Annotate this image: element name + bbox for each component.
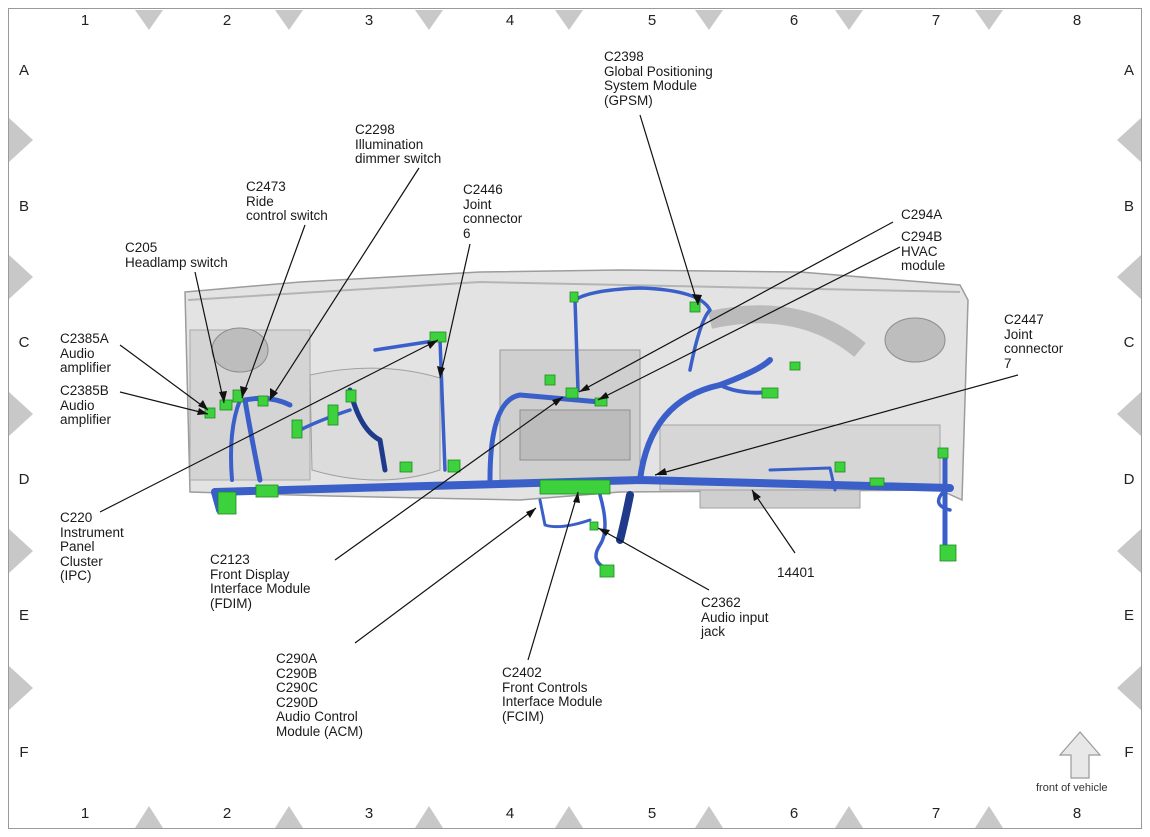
grid-col-bottom-4: 4 (505, 805, 515, 822)
grid-row-right-d: D (1123, 471, 1135, 488)
grid-row-right-a: A (1123, 62, 1134, 79)
grid-col-top-8: 8 (1072, 12, 1082, 29)
grid-col-bottom-2: 2 (222, 805, 232, 822)
grid-col-bottom-6: 6 (789, 805, 799, 822)
grid-col-top-3: 3 (364, 12, 374, 29)
grid-col-top-6: 6 (789, 12, 799, 29)
callout-c294a: C294A (901, 207, 943, 222)
grid-col-bottom-7: 7 (931, 805, 941, 822)
leader-lines (99, 114, 1019, 661)
grid-col-bottom-1: 1 (80, 805, 90, 822)
grid-row-left-f: F (19, 744, 29, 761)
grid-col-bottom-8: 8 (1072, 805, 1082, 822)
front-arrow-icon (1058, 731, 1102, 779)
grid-row-left-a: A (18, 62, 29, 79)
grid-row-right-b: B (1123, 198, 1134, 215)
grid-row-left-c: C (18, 334, 30, 351)
grid-row-right-f: F (1124, 744, 1134, 761)
grid-col-bottom-3: 3 (364, 805, 374, 822)
grid-col-top-7: 7 (931, 12, 941, 29)
leader-arrowheads (197, 294, 761, 536)
grid-col-top-2: 2 (222, 12, 232, 29)
grid-col-top-1: 1 (80, 12, 90, 29)
grid-row-left-b: B (18, 198, 29, 215)
grid-row-left-d: D (18, 471, 30, 488)
grid-row-right-c: C (1123, 334, 1135, 351)
connectors (204, 291, 957, 578)
grid-col-top-5: 5 (647, 12, 657, 29)
grid-row-left-e: E (18, 607, 29, 624)
grid-col-top-4: 4 (505, 12, 515, 29)
callout-14401: 14401 (777, 565, 815, 580)
grid-col-bottom-5: 5 (647, 805, 657, 822)
grid-border-markers (9, 10, 1141, 828)
front-of-vehicle-label: front of vehicle (1036, 782, 1108, 794)
grid-row-right-e: E (1123, 607, 1134, 624)
